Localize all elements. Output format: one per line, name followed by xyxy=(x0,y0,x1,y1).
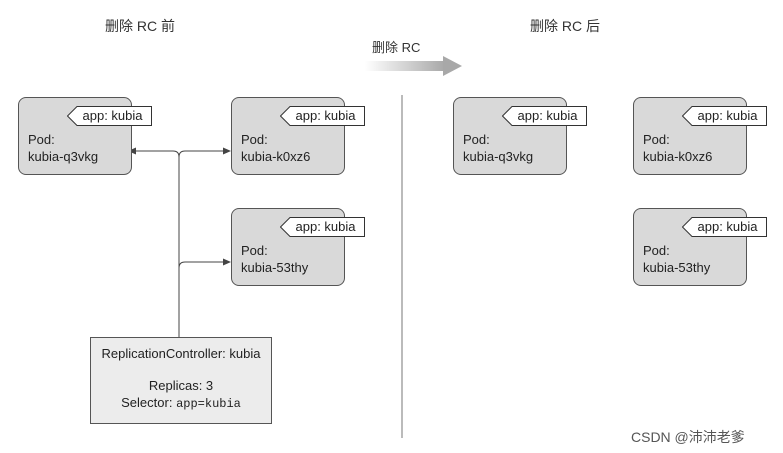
label-tag-text: app: kubia xyxy=(82,108,143,123)
label-tag: app: kubia xyxy=(67,106,152,126)
transition-arrow-icon xyxy=(365,56,462,76)
watermark: CSDN @沛沛老爹 xyxy=(631,429,745,445)
label-tag-text: app: kubia xyxy=(517,108,578,123)
tag-shape-icon xyxy=(67,106,152,126)
pod-type: Pod: xyxy=(643,132,670,147)
rc-selector-value: app=kubia xyxy=(176,397,241,411)
pod-type: Pod: xyxy=(643,243,670,258)
after-heading: 删除 RC 后 xyxy=(530,18,600,34)
pod-type: Pod: xyxy=(28,132,55,147)
label-tag: app: kubia xyxy=(280,106,365,126)
pod-label: Pod: kubia-k0xz6 xyxy=(643,131,712,165)
pod-name: kubia-53thy xyxy=(241,260,309,275)
label-tag: app: kubia xyxy=(682,217,767,237)
pod-before-1: app: kubia Pod: kubia-q3vkg xyxy=(18,97,152,175)
pod-name: kubia-q3vkg xyxy=(463,149,534,164)
rc-replicas: Replicas: 3 xyxy=(148,378,214,393)
label-tag: app: kubia xyxy=(280,217,365,237)
replication-controller-box: ReplicationController: kubia Replicas: 3… xyxy=(90,337,272,424)
tag-shape-icon xyxy=(682,106,767,126)
tag-shape-icon xyxy=(682,217,767,237)
pod-before-2: app: kubia Pod: kubia-k0xz6 xyxy=(231,97,365,175)
pod-before-3: app: kubia Pod: kubia-53thy xyxy=(231,208,365,286)
tag-shape-icon xyxy=(280,106,365,126)
label-tag-text: app: kubia xyxy=(697,108,758,123)
label-tag-text: app: kubia xyxy=(697,219,758,234)
pod-label: Pod: kubia-q3vkg xyxy=(28,131,98,165)
tag-shape-icon xyxy=(502,106,587,126)
pod-name: kubia-53thy xyxy=(643,260,711,275)
pod-name: kubia-k0xz6 xyxy=(643,149,713,164)
arrowheads xyxy=(128,147,231,266)
pod-name: kubia-q3vkg xyxy=(28,149,99,164)
label-tag: app: kubia xyxy=(502,106,587,126)
pod-label: Pod: kubia-53thy xyxy=(241,242,308,276)
rc-connectors xyxy=(131,150,225,337)
arrowhead-to-pod-2 xyxy=(223,147,231,155)
before-heading: 删除 RC 前 xyxy=(105,18,175,34)
pod-label: Pod: kubia-k0xz6 xyxy=(241,131,310,165)
label-tag-text: app: kubia xyxy=(295,219,356,234)
rc-selector: Selector: app=kubia xyxy=(91,395,271,411)
pod-after-1: app: kubia Pod: kubia-q3vkg xyxy=(453,97,587,175)
pod-after-2: app: kubia Pod: kubia-k0xz6 xyxy=(633,97,767,175)
label-tag-text: app: kubia xyxy=(295,108,356,123)
transition-label: 删除 RC xyxy=(372,40,421,55)
pod-name: kubia-k0xz6 xyxy=(241,149,311,164)
pod-after-3: app: kubia Pod: kubia-53thy xyxy=(633,208,767,286)
rc-selector-label: Selector: xyxy=(121,395,173,410)
arrowhead-to-pod-1 xyxy=(128,147,136,155)
tag-shape-icon xyxy=(280,217,365,237)
label-tag: app: kubia xyxy=(682,106,767,126)
pod-type: Pod: xyxy=(241,243,268,258)
arrowhead-to-pod-3 xyxy=(223,258,231,266)
pod-type: Pod: xyxy=(241,132,268,147)
pod-label: Pod: kubia-53thy xyxy=(643,242,710,276)
pod-label: Pod: kubia-q3vkg xyxy=(463,131,533,165)
rc-title: ReplicationController: kubia xyxy=(101,346,261,361)
pod-type: Pod: xyxy=(463,132,490,147)
